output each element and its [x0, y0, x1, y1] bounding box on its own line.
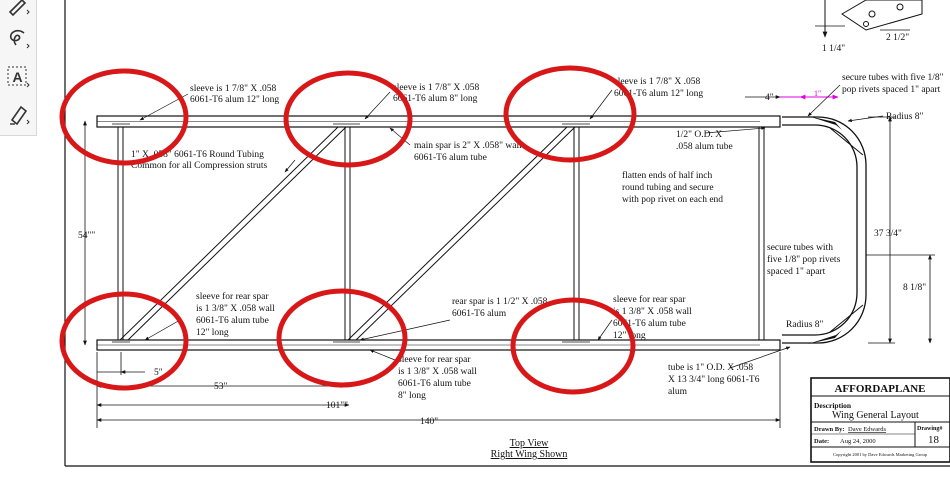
note-line: with pop rivet on each end	[622, 195, 723, 205]
dim-37-3-4-label: 37 3/4"	[874, 229, 902, 239]
note-line: is 1 3/8" X .058 wall	[398, 367, 477, 377]
note-line: tube is 1" O.D. X .058	[668, 363, 753, 373]
note-line: sleeve for rear spar	[196, 291, 269, 302]
view-title: Top View	[510, 438, 550, 449]
note-sleeve-front-1: sleeve is 1 7/8" X .058 6061-T6 alum 12"…	[190, 84, 279, 105]
title-date: Aug 24, 2000	[840, 438, 876, 445]
note-radius-bottom: Radius 8"	[786, 320, 824, 330]
note-line: 12" long	[196, 328, 229, 338]
leader-lines	[139, 84, 884, 369]
dim-4-label: 4"	[765, 93, 774, 103]
dim-8-1-8-label: 8 1/8"	[903, 283, 926, 293]
dim-54-label: 54""	[78, 231, 95, 241]
annotation-toolbar: A	[0, 0, 37, 136]
bracket-detail	[815, 0, 923, 38]
dim-2-1-2-label: 2 1/2"	[886, 33, 909, 43]
note-line: is 1 3/8" X .058 wall	[196, 304, 275, 314]
dim-53-label: 53"	[214, 382, 228, 392]
note-line: 1" X .058" 6061-T6 Round Tubing	[131, 150, 264, 160]
note-main-spar: main spar is 2" X .058" wall 6061-T6 alu…	[414, 141, 522, 163]
note-line: sleeve is 1 7/8" X .058	[393, 83, 479, 93]
note-line: Common for all Compression struts	[131, 160, 267, 171]
note-line: rear spar is 1 1/2" X .058	[452, 297, 548, 307]
note-flatten-ends: flatten ends of half inch round tubing a…	[622, 170, 723, 205]
note-sleeve-rear-2: sleeve for rear spar is 1 3/8" X .058 wa…	[398, 354, 477, 401]
view-subtitle: Right Wing Shown	[491, 449, 568, 460]
title-block	[810, 377, 950, 463]
note-line: X 13 3/4" long 6061-T6	[668, 375, 760, 385]
note-line: secure tubes with	[767, 243, 833, 253]
text-select-glyph: A	[13, 69, 23, 85]
note-line: spaced 1" apart	[767, 267, 826, 277]
note-sleeve-front-3: sleeve is 1 7/8" X .058 6061-T6 alum 12"…	[614, 77, 703, 99]
markup-circle	[283, 70, 413, 168]
dim-140-label: 140"	[420, 417, 438, 427]
note-line: secure tubes with five 1/8"	[842, 72, 944, 83]
note-line: alum	[668, 387, 688, 397]
note-line: 6061-T6 alum 12" long	[614, 89, 703, 99]
dim-1-label: 1"	[814, 89, 821, 98]
note-line: round tubing and secure	[622, 183, 714, 193]
note-line: 6061-T6 alum tube	[414, 153, 487, 163]
note-line: flatten ends of half inch	[622, 170, 712, 181]
text-select-icon[interactable]: A	[4, 63, 32, 91]
markup-circle	[503, 65, 637, 163]
note-line: 6061-T6 alum tube	[196, 316, 269, 326]
note-line: 6061-T6 alum 8" long	[393, 94, 478, 104]
highlighter-icon[interactable]	[4, 100, 32, 128]
title-copyright: Copyright 2001 by Dave Edwards Marketing…	[833, 452, 928, 457]
sleeve-marks	[112, 123, 590, 343]
note-line: sleeve for rear spar	[613, 294, 686, 305]
note-line: sleeve for rear spar	[398, 354, 471, 365]
note-sleeve-rear-1: sleeve for rear spar is 1 3/8" X .058 wa…	[196, 291, 275, 338]
markup-circle	[510, 297, 636, 395]
note-line: 6061-T6 alum 12" long	[190, 95, 279, 105]
note-rear-spar: rear spar is 1 1/2" X .058 6061-T6 alum	[452, 297, 548, 319]
note-line: five 1/8" pop rivets	[767, 254, 841, 265]
main-spar	[96, 115, 781, 128]
markup-circle	[59, 68, 189, 166]
wing-tip-bow	[782, 116, 867, 344]
note-line: .058 alum tube	[676, 142, 733, 152]
note-line: sleeve is 1 7/8" X .058	[614, 77, 700, 87]
pen-icon[interactable]	[4, 0, 32, 18]
note-line: sleeve is 1 7/8" X .058	[190, 84, 276, 94]
title-drawing-label: Drawing#	[917, 426, 942, 432]
dim-101-label: 101""	[326, 401, 348, 411]
rear-spar	[96, 339, 781, 351]
note-secure-tubes-mid: secure tubes with five 1/8" pop rivets s…	[767, 243, 841, 277]
note-line: 1/2" O.D. X	[676, 130, 722, 140]
title-company: AFFORDAPLANE	[834, 383, 925, 395]
note-line: 6061-T6 alum tube	[398, 379, 471, 389]
note-tip-tube: 1/2" O.D. X .058 alum tube	[676, 130, 733, 152]
note-line: 6061-T6 alum tube	[613, 319, 686, 329]
note-line: is 1 3/8" X .058 wall	[613, 307, 692, 317]
title-drawn-by-label: Drawn By:	[814, 426, 845, 433]
markup-circle	[59, 291, 189, 391]
note-compression-struts: 1" X .058" 6061-T6 Round Tubing Common f…	[131, 150, 267, 171]
title-date-label: Date:	[814, 438, 829, 445]
markup-circle	[276, 288, 408, 388]
note-line: main spar is 2" X .058" wall	[414, 141, 522, 151]
title-drawn-by: Dave Edwards	[848, 426, 887, 433]
lasso-icon[interactable]	[4, 24, 32, 52]
title-description-label: Description	[814, 401, 852, 410]
title-drawing-number: 18	[928, 434, 940, 446]
note-sleeve-front-2: sleeve is 1 7/8" X .058 6061-T6 alum 8" …	[393, 83, 479, 104]
note-radius-top: Radius 8"	[886, 112, 924, 122]
title-description: Wing General Layout	[832, 410, 919, 421]
dimension-lines	[83, 116, 935, 428]
tip-offset-dimension: 1" 4"	[745, 89, 839, 103]
note-secure-tubes-top: secure tubes with five 1/8" pop rivets s…	[842, 72, 944, 95]
dim-5-label: 5"	[154, 368, 163, 378]
note-line: 8" long	[398, 391, 426, 401]
note-line: 6061-T6 alum	[452, 309, 507, 319]
note-line: pop rivets spaced 1" apart	[842, 85, 941, 95]
dim-1-1-4-label: 1 1/4"	[822, 44, 845, 54]
markup-circles	[59, 65, 637, 395]
note-sleeve-rear-3: sleeve for rear spar is 1 3/8" X .058 wa…	[613, 294, 692, 341]
note-tip-bow-tube: tube is 1" O.D. X .058 X 13 3/4" long 60…	[668, 363, 760, 397]
